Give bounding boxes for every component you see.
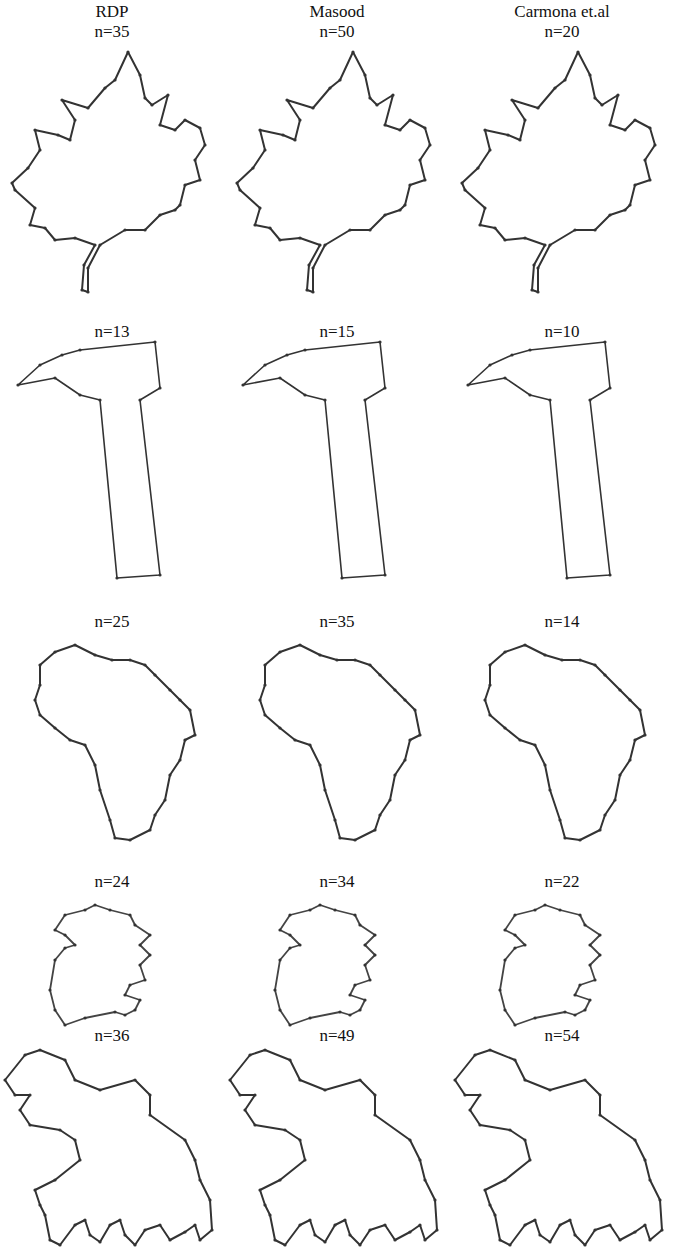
column-heading: Carmona et.al bbox=[514, 2, 609, 22]
point-count: n=20 bbox=[544, 22, 579, 42]
point-count: n=25 bbox=[94, 612, 129, 632]
point-count: n=10 bbox=[544, 322, 579, 342]
point-count: n=24 bbox=[94, 872, 129, 892]
point-count: n=13 bbox=[94, 322, 129, 342]
column-heading: RDP bbox=[95, 2, 128, 22]
point-count: n=34 bbox=[319, 872, 354, 892]
point-count: n=35 bbox=[94, 22, 129, 42]
point-count: n=54 bbox=[544, 1026, 579, 1046]
point-count: n=14 bbox=[544, 612, 579, 632]
point-count: n=49 bbox=[319, 1026, 354, 1046]
point-count: n=36 bbox=[94, 1026, 129, 1046]
point-count: n=15 bbox=[319, 322, 354, 342]
point-count: n=35 bbox=[319, 612, 354, 632]
point-count: n=22 bbox=[544, 872, 579, 892]
column-heading: Masood bbox=[310, 2, 365, 22]
point-count: n=50 bbox=[319, 22, 354, 42]
